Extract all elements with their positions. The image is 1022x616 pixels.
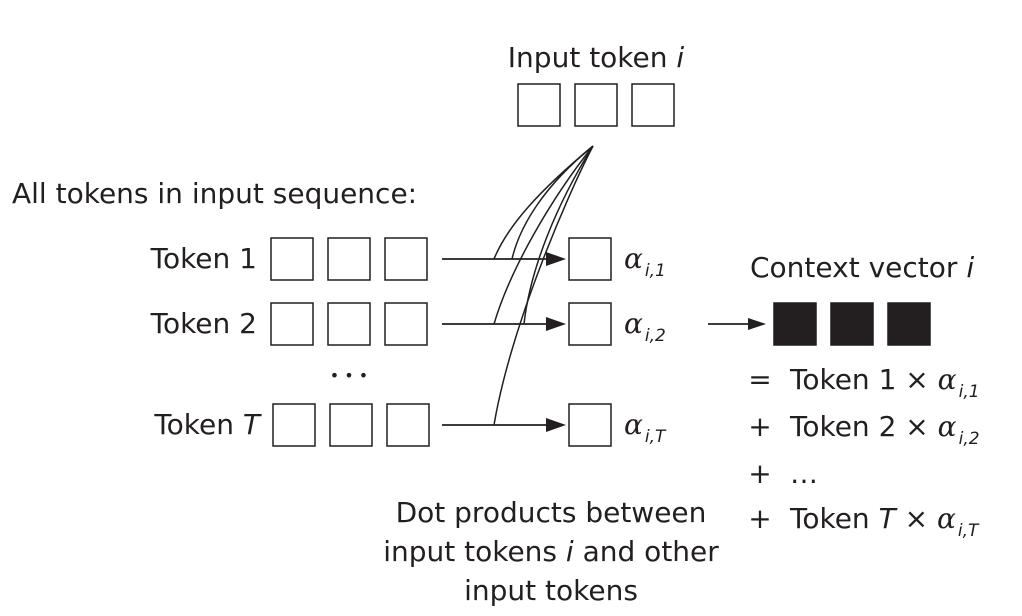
formula-ellipsis: … [790,457,818,490]
token-1-vector [270,237,428,281]
arrowhead [546,418,566,432]
input-token-title: Input token i [508,41,685,74]
token-cell [327,237,371,281]
curve-to-row-2 [493,145,594,325]
arrowhead [546,252,566,266]
token-cell [329,403,373,447]
caption-line-2: input tokens i and other [383,535,719,568]
token-t-vector [272,403,430,447]
input-token-cell [574,83,618,127]
token-cell [384,237,428,281]
token-1-label: Token 1 [150,242,257,275]
context-cell [887,302,931,346]
weight-box-1 [568,237,612,281]
token-cell [270,302,314,346]
row-arrow [442,418,566,432]
vertical-ellipsis: • • • [330,366,368,385]
weight-box-t [568,403,612,447]
input-token-vector [517,83,675,127]
token-cell [327,302,371,346]
token-2-label: Token 2 [150,307,257,340]
row-arrow [442,317,566,331]
dot-product-curves [493,145,594,426]
formula-op: + [748,502,771,535]
row-arrow [442,252,566,266]
token-cell [386,403,430,447]
sequence-caption: All tokens in input sequence: [12,177,417,210]
curve-to-row-2-inner [523,145,594,325]
context-cell [830,302,874,346]
token-cell [272,403,316,447]
arrowhead [748,318,766,330]
input-token-cell [517,83,561,127]
context-vector [773,302,931,346]
curve-to-row-1-inner [511,145,594,260]
formula-op: = [748,363,771,396]
dot-product-caption: Dot products between input tokens i and … [383,496,719,607]
token-cell [270,237,314,281]
arrowhead [546,317,566,331]
formula-op: + [748,457,771,490]
context-vector-title: Context vector i [750,251,974,284]
context-cell [773,302,817,346]
curve-to-row-t [493,145,594,426]
token-t-label: Token T [153,408,262,441]
weight-box-2 [568,302,612,346]
token-cell [384,302,428,346]
formula-op: + [748,410,771,443]
token-2-vector [270,302,428,346]
caption-line-3: input tokens [464,574,638,607]
caption-line-1: Dot products between [396,496,707,529]
input-token-cell [631,83,675,127]
context-arrow [708,318,766,330]
